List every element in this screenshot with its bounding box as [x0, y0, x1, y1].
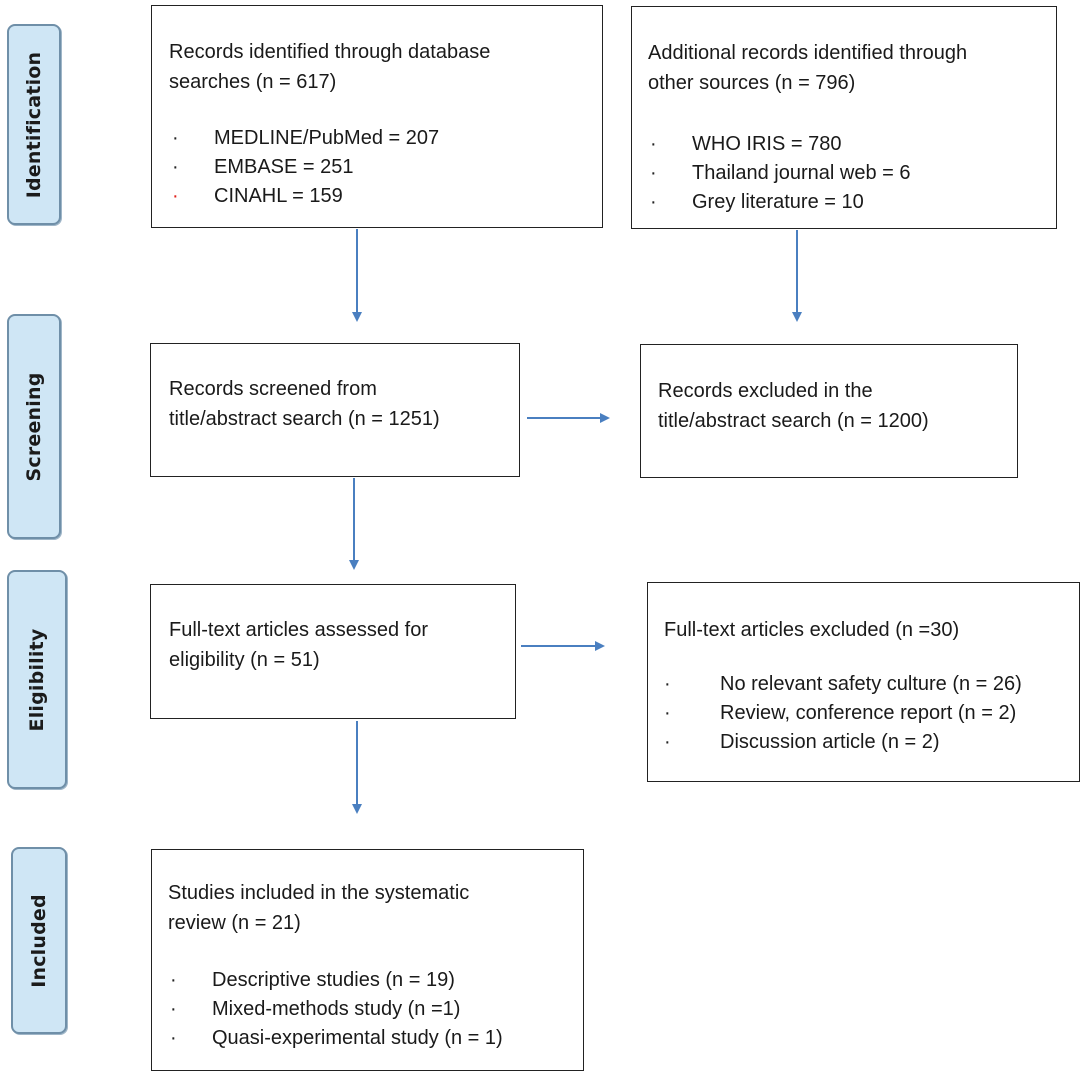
list-item: ·Review, conference report (n = 2)	[664, 699, 1022, 728]
list-item: ·Descriptive studies (n = 19)	[170, 966, 503, 995]
box-title: Full-text articles excluded (n =30)	[664, 619, 960, 641]
fulltext-excluded-box: Full-text articles excluded (n =30) ·No …	[647, 582, 1080, 782]
additional-list: ·WHO IRIS = 780 ·Thailand journal web = …	[650, 130, 910, 217]
bullet-icon: ·	[650, 191, 657, 213]
list-item: ·Mixed-methods study (n =1)	[170, 995, 503, 1024]
excluded-title-box: Records excluded in the title/abstract s…	[640, 344, 1018, 478]
list-item: ·EMBASE = 251	[172, 153, 439, 182]
exclusion-reasons-list: ·No relevant safety culture (n = 26) ·Re…	[664, 670, 1022, 757]
bullet-icon: ·	[650, 133, 657, 155]
list-item: ·No relevant safety culture (n = 26)	[664, 670, 1022, 699]
bullet-icon: ·	[170, 969, 177, 991]
bullet-icon: ·	[664, 702, 671, 724]
stage-identification: Identification	[7, 24, 61, 225]
stage-included: Included	[11, 847, 67, 1034]
bullet-icon: ·	[172, 185, 179, 207]
list-item: ·CINAHL = 159	[172, 182, 439, 211]
additional-records-box: Additional records identified through ot…	[631, 6, 1057, 229]
box-title: Studies included in the systematic revie…	[168, 882, 470, 934]
box-title: Full-text articles assessed for eligibil…	[169, 619, 428, 671]
database-list: ·MEDLINE/PubMed = 207 ·EMBASE = 251 ·CIN…	[172, 124, 439, 211]
bullet-icon: ·	[170, 998, 177, 1020]
bullet-icon: ·	[664, 731, 671, 753]
list-item: ·Quasi-experimental study (n = 1)	[170, 1024, 503, 1053]
bullet-icon: ·	[170, 1027, 177, 1049]
bullet-icon: ·	[172, 156, 179, 178]
screened-box: Records screened from title/abstract sea…	[150, 343, 520, 477]
list-item: ·Thailand journal web = 6	[650, 159, 910, 188]
box-title: Records screened from title/abstract sea…	[169, 378, 440, 430]
list-item: ·MEDLINE/PubMed = 207	[172, 124, 439, 153]
bullet-icon: ·	[650, 162, 657, 184]
list-item: ·WHO IRIS = 780	[650, 130, 910, 159]
box-title: Additional records identified through ot…	[648, 42, 968, 94]
stage-eligibility: Eligibility	[7, 570, 67, 789]
study-types-list: ·Descriptive studies (n = 19) ·Mixed-met…	[170, 966, 503, 1053]
database-records-box: Records identified through database sear…	[151, 5, 603, 228]
bullet-icon: ·	[172, 127, 179, 149]
box-title: Records excluded in the title/abstract s…	[658, 380, 929, 432]
included-studies-box: Studies included in the systematic revie…	[151, 849, 584, 1071]
list-item: ·Grey literature = 10	[650, 188, 910, 217]
fulltext-assessed-box: Full-text articles assessed for eligibil…	[150, 584, 516, 719]
bullet-icon: ·	[664, 673, 671, 695]
stage-screening: Screening	[7, 314, 61, 539]
list-item: ·Discussion article (n = 2)	[664, 728, 1022, 757]
box-title: Records identified through database sear…	[169, 41, 491, 93]
